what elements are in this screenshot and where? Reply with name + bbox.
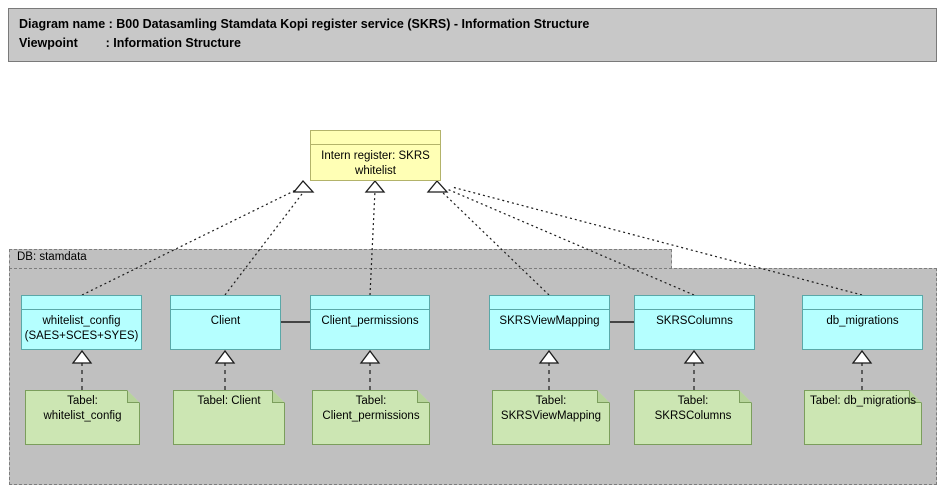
data-object-skrsviewmapping[interactable]: SKRSViewMapping xyxy=(489,295,610,350)
node-header-bar xyxy=(490,296,609,310)
tabel-skrscolumns[interactable]: Tabel: SKRSColumns xyxy=(634,390,752,445)
note-label: Tabel: SKRSColumns xyxy=(654,395,732,422)
node-header-bar xyxy=(803,296,922,310)
node-header-bar xyxy=(311,131,440,145)
note-label: Tabel: Client_permissions xyxy=(322,395,420,422)
node-label: SKRSColumns xyxy=(656,315,733,327)
tabel-client[interactable]: Tabel: Client xyxy=(173,390,285,445)
data-object-whitelist_config[interactable]: whitelist_config (SAES+SCES+SYES) xyxy=(21,295,142,350)
diagram-header: Diagram name : B00 Datasamling Stamdata … xyxy=(8,8,937,62)
realization-arrowhead-left xyxy=(292,180,315,193)
tabel-whitelist-config[interactable]: Tabel: whitelist_config xyxy=(25,390,140,445)
data-object-client[interactable]: Client xyxy=(170,295,281,350)
node-header-bar xyxy=(22,296,141,310)
node-label: whitelist_config (SAES+SCES+SYES) xyxy=(24,315,139,342)
note-label: Tabel: Client xyxy=(197,395,261,407)
node-header-bar xyxy=(635,296,754,310)
realization-arrowhead-center xyxy=(364,179,386,193)
viewpoint-line: Viewpoint : Information Structure xyxy=(19,36,242,50)
node-label: SKRSViewMapping xyxy=(499,315,600,327)
data-object-client_permissions[interactable]: Client_permissions xyxy=(310,295,430,350)
node-header-bar xyxy=(171,296,280,310)
node-label: db_migrations xyxy=(826,315,899,327)
tabel-db-migrations[interactable]: Tabel: db_migrations xyxy=(804,390,922,445)
group-label: DB: stamdata xyxy=(17,251,87,263)
tabel-skrsviewmapping[interactable]: Tabel: SKRSViewMapping xyxy=(492,390,610,445)
diagram-name-line: Diagram name : B00 Datasamling Stamdata … xyxy=(19,17,590,31)
note-label: Tabel: SKRSViewMapping xyxy=(500,395,602,422)
group-db-stamdata[interactable]: DB: stamdata xyxy=(9,249,937,485)
node-label: Client_permissions xyxy=(321,315,419,327)
tabel-client-permissions[interactable]: Tabel: Client_permissions xyxy=(312,390,430,445)
node-header-bar xyxy=(311,296,429,310)
realization-arrowhead-right xyxy=(426,180,449,193)
data-object-skrscolumns[interactable]: SKRSColumns xyxy=(634,295,755,350)
data-object-db_migrations[interactable]: db_migrations xyxy=(802,295,923,350)
node-label: Client xyxy=(210,315,241,327)
node-label: Intern register: SKRS whitelist xyxy=(321,150,430,177)
group-body xyxy=(9,268,937,485)
note-label: Tabel: whitelist_config xyxy=(43,395,122,422)
note-label: Tabel: db_migrations xyxy=(809,395,917,407)
group-header-bar xyxy=(9,249,672,269)
node-intern-register-skrs-whitelist[interactable]: Intern register: SKRS whitelist xyxy=(310,130,441,181)
